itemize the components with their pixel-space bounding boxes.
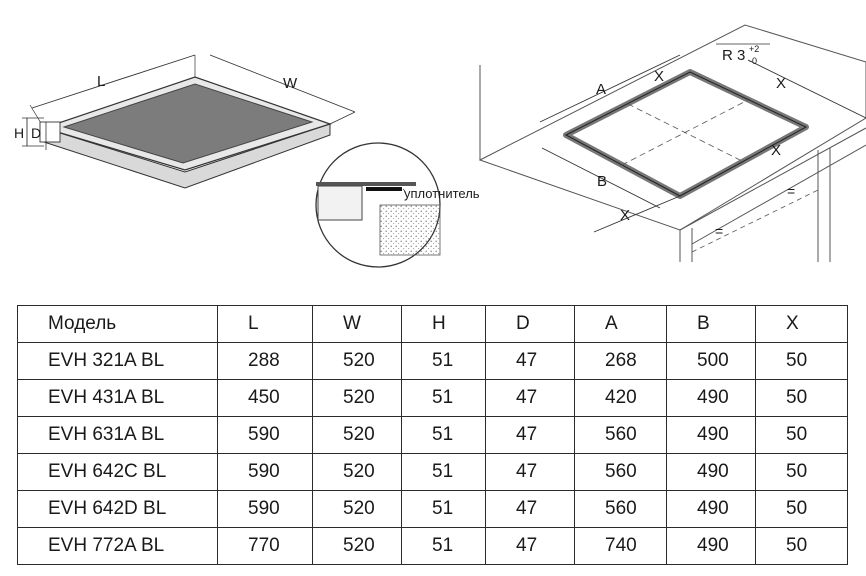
value-cell: 51 [401, 453, 486, 491]
value-cell: 560 [574, 490, 667, 528]
value-cell: 50 [755, 490, 848, 528]
value-cell: 50 [755, 379, 848, 417]
model-cell: EVH 631A BL [17, 416, 218, 454]
model-cell: EVH 321A BL [17, 342, 218, 380]
label-W: W [283, 75, 298, 92]
value-cell: 490 [666, 416, 756, 454]
installation-drawing: L W H D уплотнитель [14, 24, 866, 268]
label-R-sup: +2 [749, 44, 759, 54]
header-B: B [666, 305, 756, 343]
value-cell: 490 [666, 453, 756, 491]
value-cell: 520 [312, 453, 402, 491]
value-cell: 770 [217, 527, 313, 565]
value-cell: 47 [485, 342, 575, 380]
label-X-mid: X [771, 142, 781, 159]
value-cell: 740 [574, 527, 667, 565]
value-cell: 500 [666, 342, 756, 380]
value-cell: 450 [217, 379, 313, 417]
model-cell: EVH 431A BL [17, 379, 218, 417]
value-cell: 47 [485, 490, 575, 528]
value-cell: 47 [485, 416, 575, 454]
value-cell: 47 [485, 453, 575, 491]
label-R-sub: -0 [749, 56, 757, 66]
value-cell: 560 [574, 453, 667, 491]
header-L: L [217, 305, 313, 343]
value-cell: 420 [574, 379, 667, 417]
label-eq-2: = [787, 183, 795, 199]
label-L: L [97, 73, 105, 90]
value-cell: 51 [401, 342, 486, 380]
label-A: A [596, 81, 606, 98]
value-cell: 51 [401, 490, 486, 528]
label-seal: уплотнитель [404, 186, 480, 201]
cutout-perspective: A B X X X X R 3 +2 -0 = = [478, 24, 866, 262]
value-cell: 490 [666, 527, 756, 565]
header-H: H [401, 305, 486, 343]
label-eq-1: = [715, 223, 723, 239]
label-D: D [31, 125, 41, 141]
value-cell: 490 [666, 379, 756, 417]
model-cell: EVH 642C BL [17, 453, 218, 491]
worktop [478, 24, 866, 231]
value-cell: 51 [401, 379, 486, 417]
value-cell: 51 [401, 416, 486, 454]
value-cell: 47 [485, 379, 575, 417]
header-model: Модель [17, 305, 218, 343]
value-cell: 50 [755, 527, 848, 565]
value-cell: 560 [574, 416, 667, 454]
value-cell: 50 [755, 342, 848, 380]
value-cell: 590 [217, 416, 313, 454]
value-cell: 520 [312, 527, 402, 565]
table-header-row: Модель L W H D A B X [17, 305, 848, 343]
label-X-bottom: X [620, 207, 630, 224]
label-H: H [14, 125, 24, 141]
model-cell: EVH 772A BL [17, 527, 218, 565]
value-cell: 520 [312, 416, 402, 454]
header-A: A [574, 305, 667, 343]
value-cell: 520 [312, 342, 402, 380]
header-W: W [312, 305, 402, 343]
hob-glass-surface [62, 83, 314, 164]
value-cell: 47 [485, 527, 575, 565]
seal-detail: уплотнитель [315, 142, 480, 268]
value-cell: 490 [666, 490, 756, 528]
value-cell: 268 [574, 342, 667, 380]
label-B: B [597, 173, 607, 190]
value-cell: 520 [312, 490, 402, 528]
label-X-right: X [776, 75, 786, 92]
header-D: D [485, 305, 575, 343]
model-cell: EVH 642D BL [17, 490, 218, 528]
value-cell: 50 [755, 453, 848, 491]
value-cell: 288 [217, 342, 313, 380]
value-cell: 520 [312, 379, 402, 417]
label-R: R 3 [722, 47, 745, 64]
hob-perspective: L W H D [14, 54, 356, 189]
label-X-top: X [654, 68, 664, 85]
value-cell: 50 [755, 416, 848, 454]
value-cell: 590 [217, 490, 313, 528]
value-cell: 51 [401, 527, 486, 565]
header-X: X [755, 305, 848, 343]
value-cell: 590 [217, 453, 313, 491]
